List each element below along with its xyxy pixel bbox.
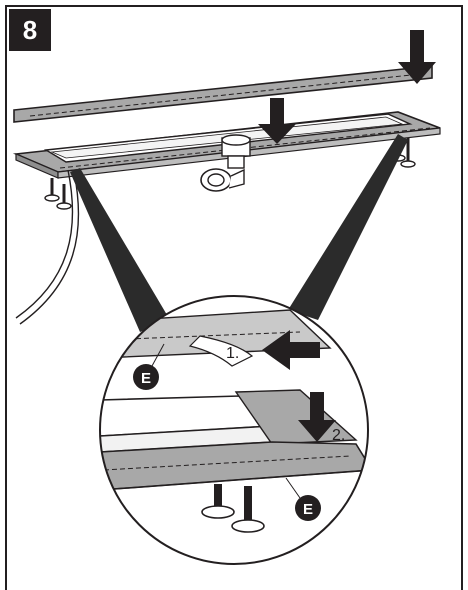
step-frame	[5, 5, 463, 590]
part-e-badge-upper	[133, 343, 165, 390]
arrow-left-icon	[262, 330, 320, 370]
zoom-wedge-left	[70, 168, 170, 332]
step-one-label: 1.	[226, 345, 239, 362]
step-number-badge: 8	[9, 9, 51, 51]
detail-view	[100, 296, 368, 564]
part-e-label-lower: E	[303, 501, 313, 518]
part-e-label-upper: E	[141, 370, 151, 387]
arrow-down-icon	[398, 30, 436, 84]
leveling-foot-icon	[201, 484, 265, 533]
zoom-wedge-right	[288, 134, 408, 320]
step-two-label: 2.	[332, 427, 345, 444]
loose-tape-end	[15, 169, 80, 325]
drain-outlet-icon	[200, 134, 251, 192]
arrow-down-icon	[298, 392, 336, 442]
part-e-badge-lower	[285, 477, 321, 521]
arrow-down-icon	[258, 98, 296, 144]
detail-circle	[99, 295, 369, 565]
sealing-tape-strip	[13, 65, 433, 123]
